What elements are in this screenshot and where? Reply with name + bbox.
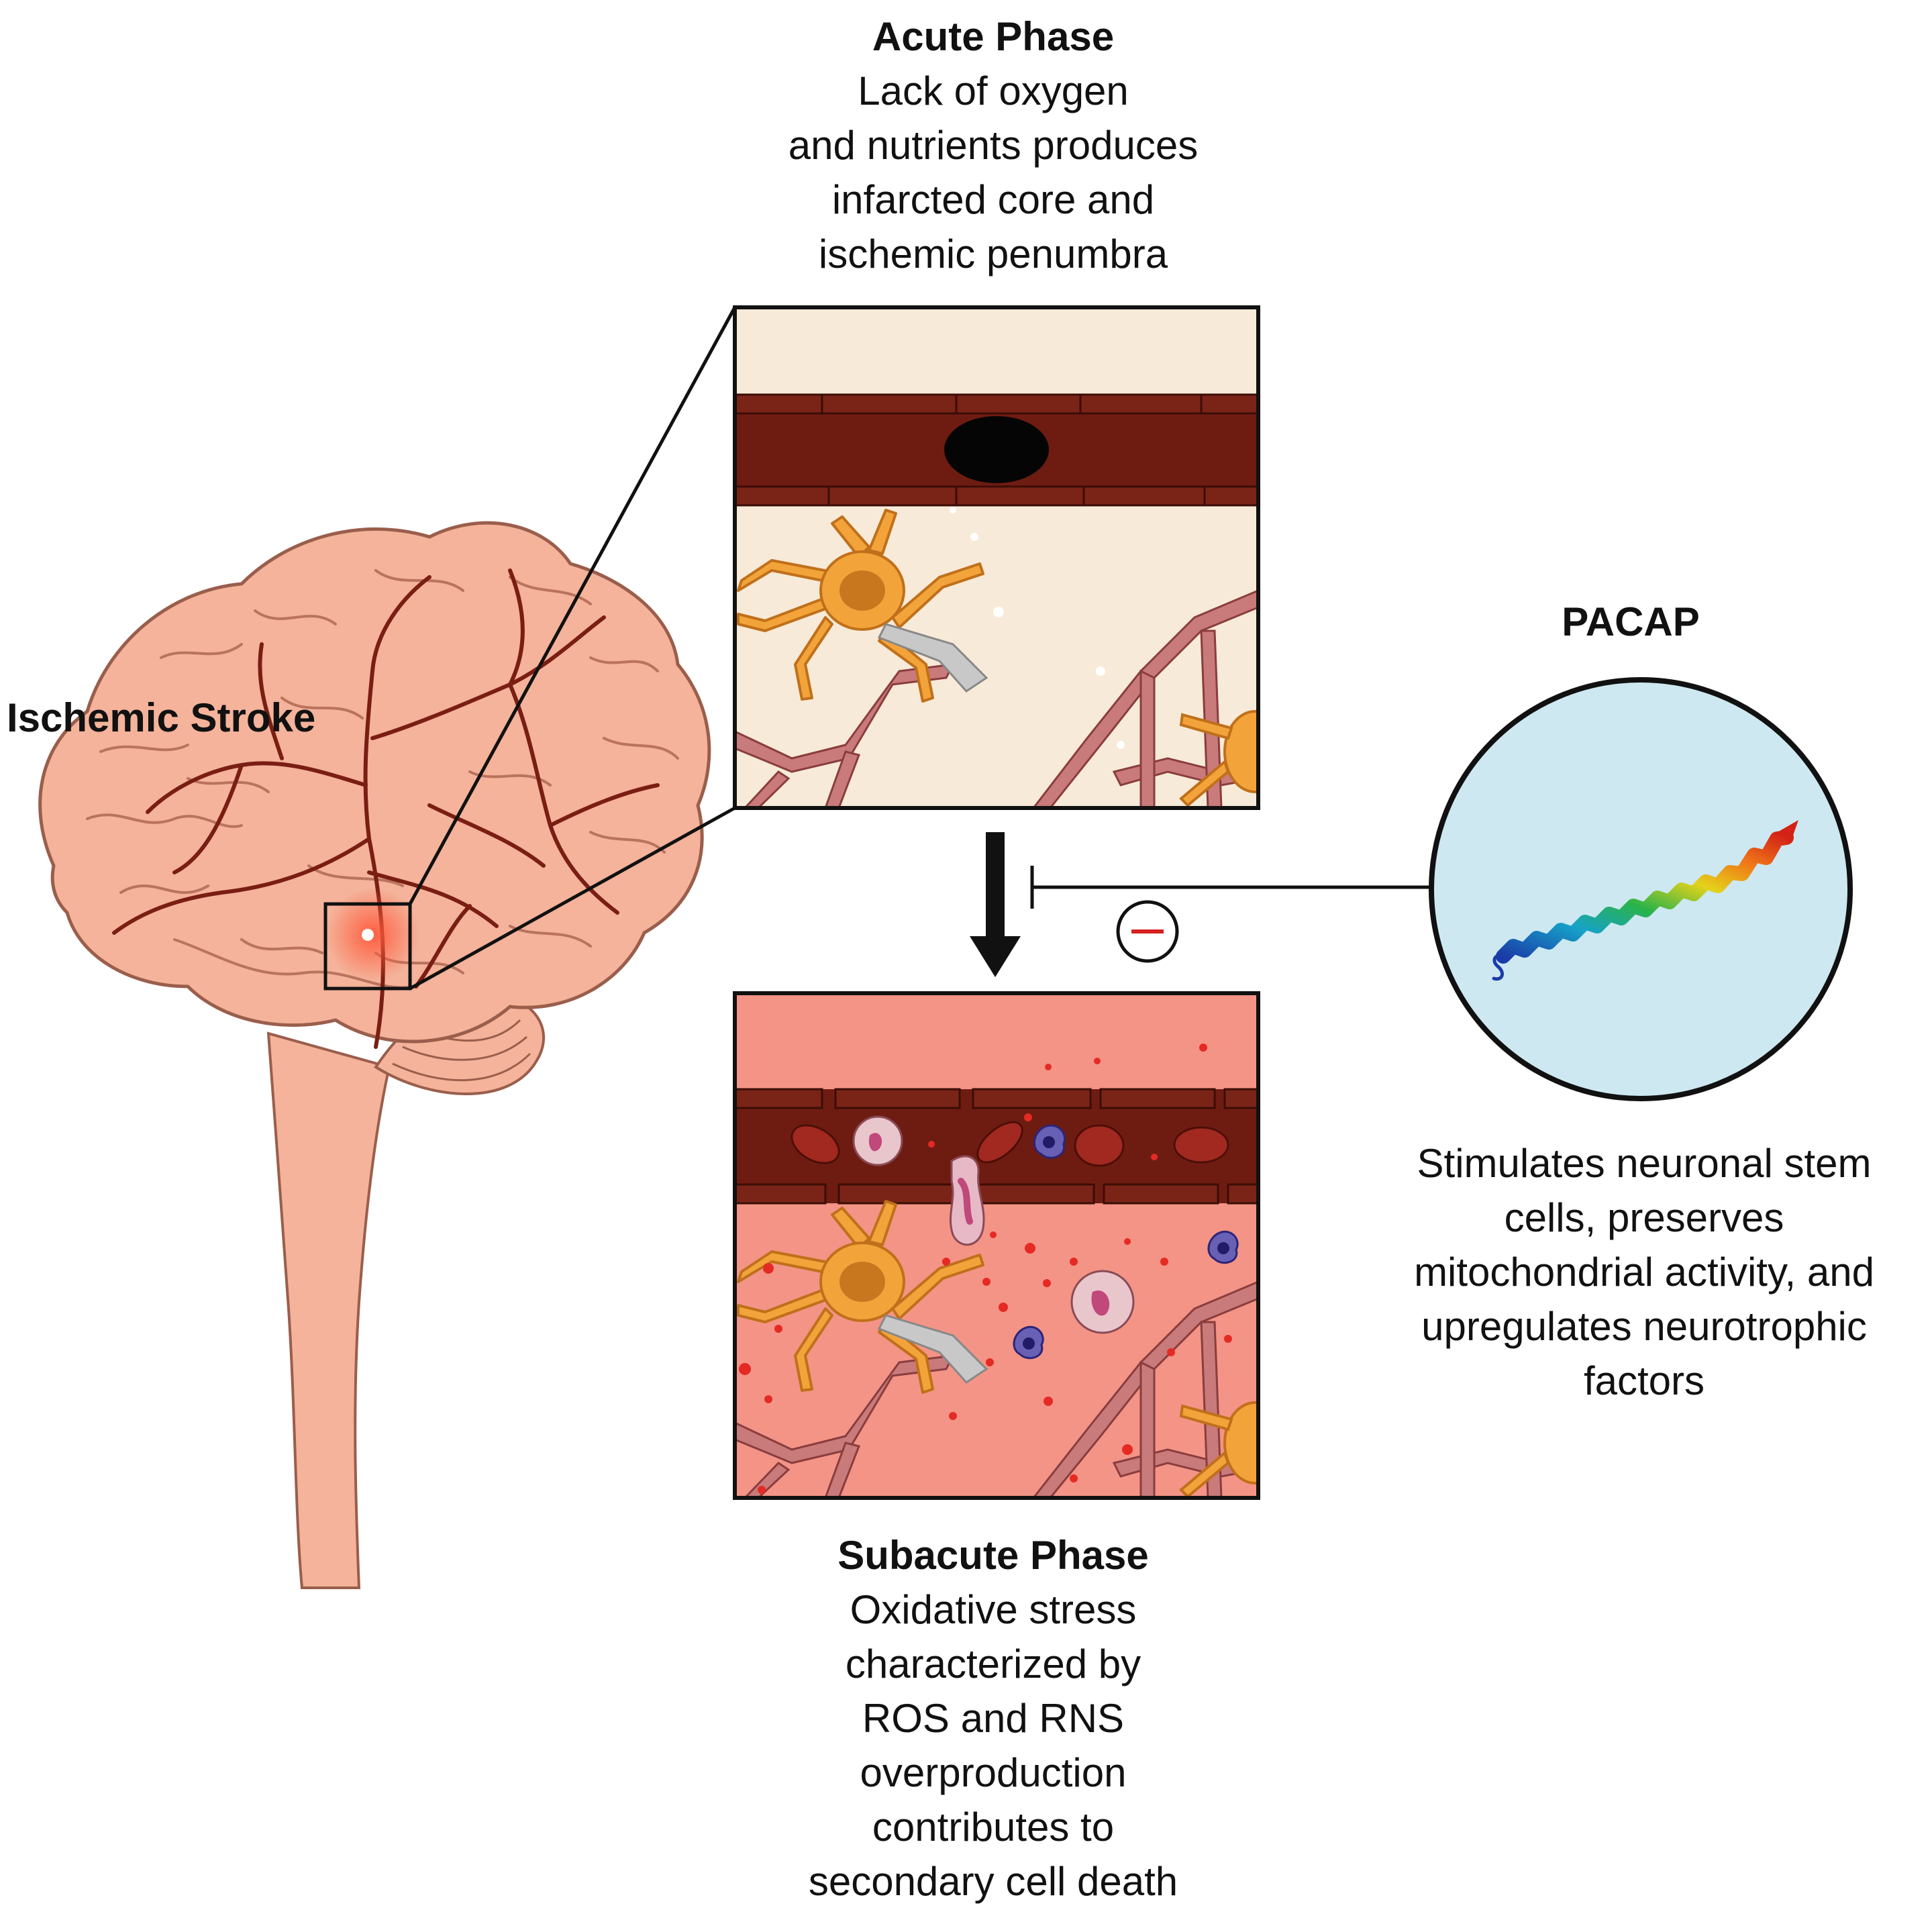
- acute-neuron-processes: [735, 589, 1258, 808]
- acute-phase-description: Lack of oxygen and nutrients produces in…: [788, 68, 1199, 276]
- cerebral-arteries: [112, 568, 660, 1049]
- pacap-effect-label: Stimulates neuronal stem cells, preserve…: [1369, 1136, 1919, 1408]
- vessel-occlusion-clot: [944, 416, 1049, 483]
- subacute-neuron-processes: [735, 1280, 1258, 1498]
- acute-panel-border: [733, 305, 1260, 810]
- pacap-helix: [1496, 830, 1794, 964]
- acute-astrocyte-nucleus: [840, 570, 885, 611]
- zoom-line-top: [408, 306, 737, 905]
- zoom-region-box: [323, 902, 412, 991]
- subacute-panel: [735, 993, 1258, 1498]
- brain-gyri: [86, 569, 679, 989]
- acute-particles: [950, 507, 1125, 749]
- ischemic-stroke-title: Ischemic Stroke: [7, 695, 316, 740]
- acute-panel: [735, 307, 1258, 808]
- acute-endfoot: [877, 623, 988, 693]
- infiltrating-neutrophil: [1070, 1270, 1135, 1334]
- inhibition-line: [1030, 866, 1431, 909]
- subacute-phase-label: Subacute Phase Oxidative stress characte…: [725, 1528, 1262, 1909]
- pacap-n-terminus: [1492, 954, 1505, 981]
- red-blood-cells: [791, 1121, 1229, 1167]
- subacute-panel-border: [733, 991, 1260, 1500]
- pacap-title: PACAP: [1562, 599, 1700, 644]
- pacap-label: PACAP: [1423, 595, 1839, 649]
- pacap-effect-description: Stimulates neuronal stem cells, preserve…: [1414, 1141, 1874, 1403]
- subacute-phase-title: Subacute Phase: [837, 1533, 1149, 1578]
- subacute-phase-description: Oxidative stress characterized by ROS an…: [808, 1587, 1178, 1904]
- lymphocyte-in-vessel: [1033, 1124, 1066, 1159]
- subacute-astrocyte-right: [1179, 1401, 1258, 1498]
- subacute-endfoot: [877, 1314, 988, 1384]
- leukocyte-in-vessel: [852, 1115, 903, 1166]
- brain-illustration: [38, 521, 711, 1589]
- infiltrating-lymphocyte-1: [1207, 1231, 1239, 1264]
- subacute-astrocyte-nucleus: [840, 1262, 885, 1302]
- acute-phase-label: Acute Phase Lack of oxygen and nutrients…: [725, 9, 1262, 281]
- pacap-structure: [1429, 677, 1853, 1101]
- acute-phase-title: Acute Phase: [872, 14, 1115, 59]
- infiltrating-lymphocyte-2: [1013, 1326, 1044, 1360]
- acute-astrocyte-right: [1179, 710, 1258, 807]
- brainstem: [266, 1031, 391, 1589]
- ischemic-stroke-label: Ischemic Stroke: [7, 691, 396, 745]
- lesion-core: [362, 929, 374, 941]
- ros-rns-particles: [739, 1044, 1232, 1494]
- subacute-vessel-wall-cells: [735, 1088, 1258, 1205]
- acute-vessel-wall-cells: [735, 393, 1258, 507]
- progression-arrow: [970, 832, 1021, 977]
- zoom-line-bottom: [409, 806, 736, 991]
- inhibition-symbol: [1116, 900, 1179, 963]
